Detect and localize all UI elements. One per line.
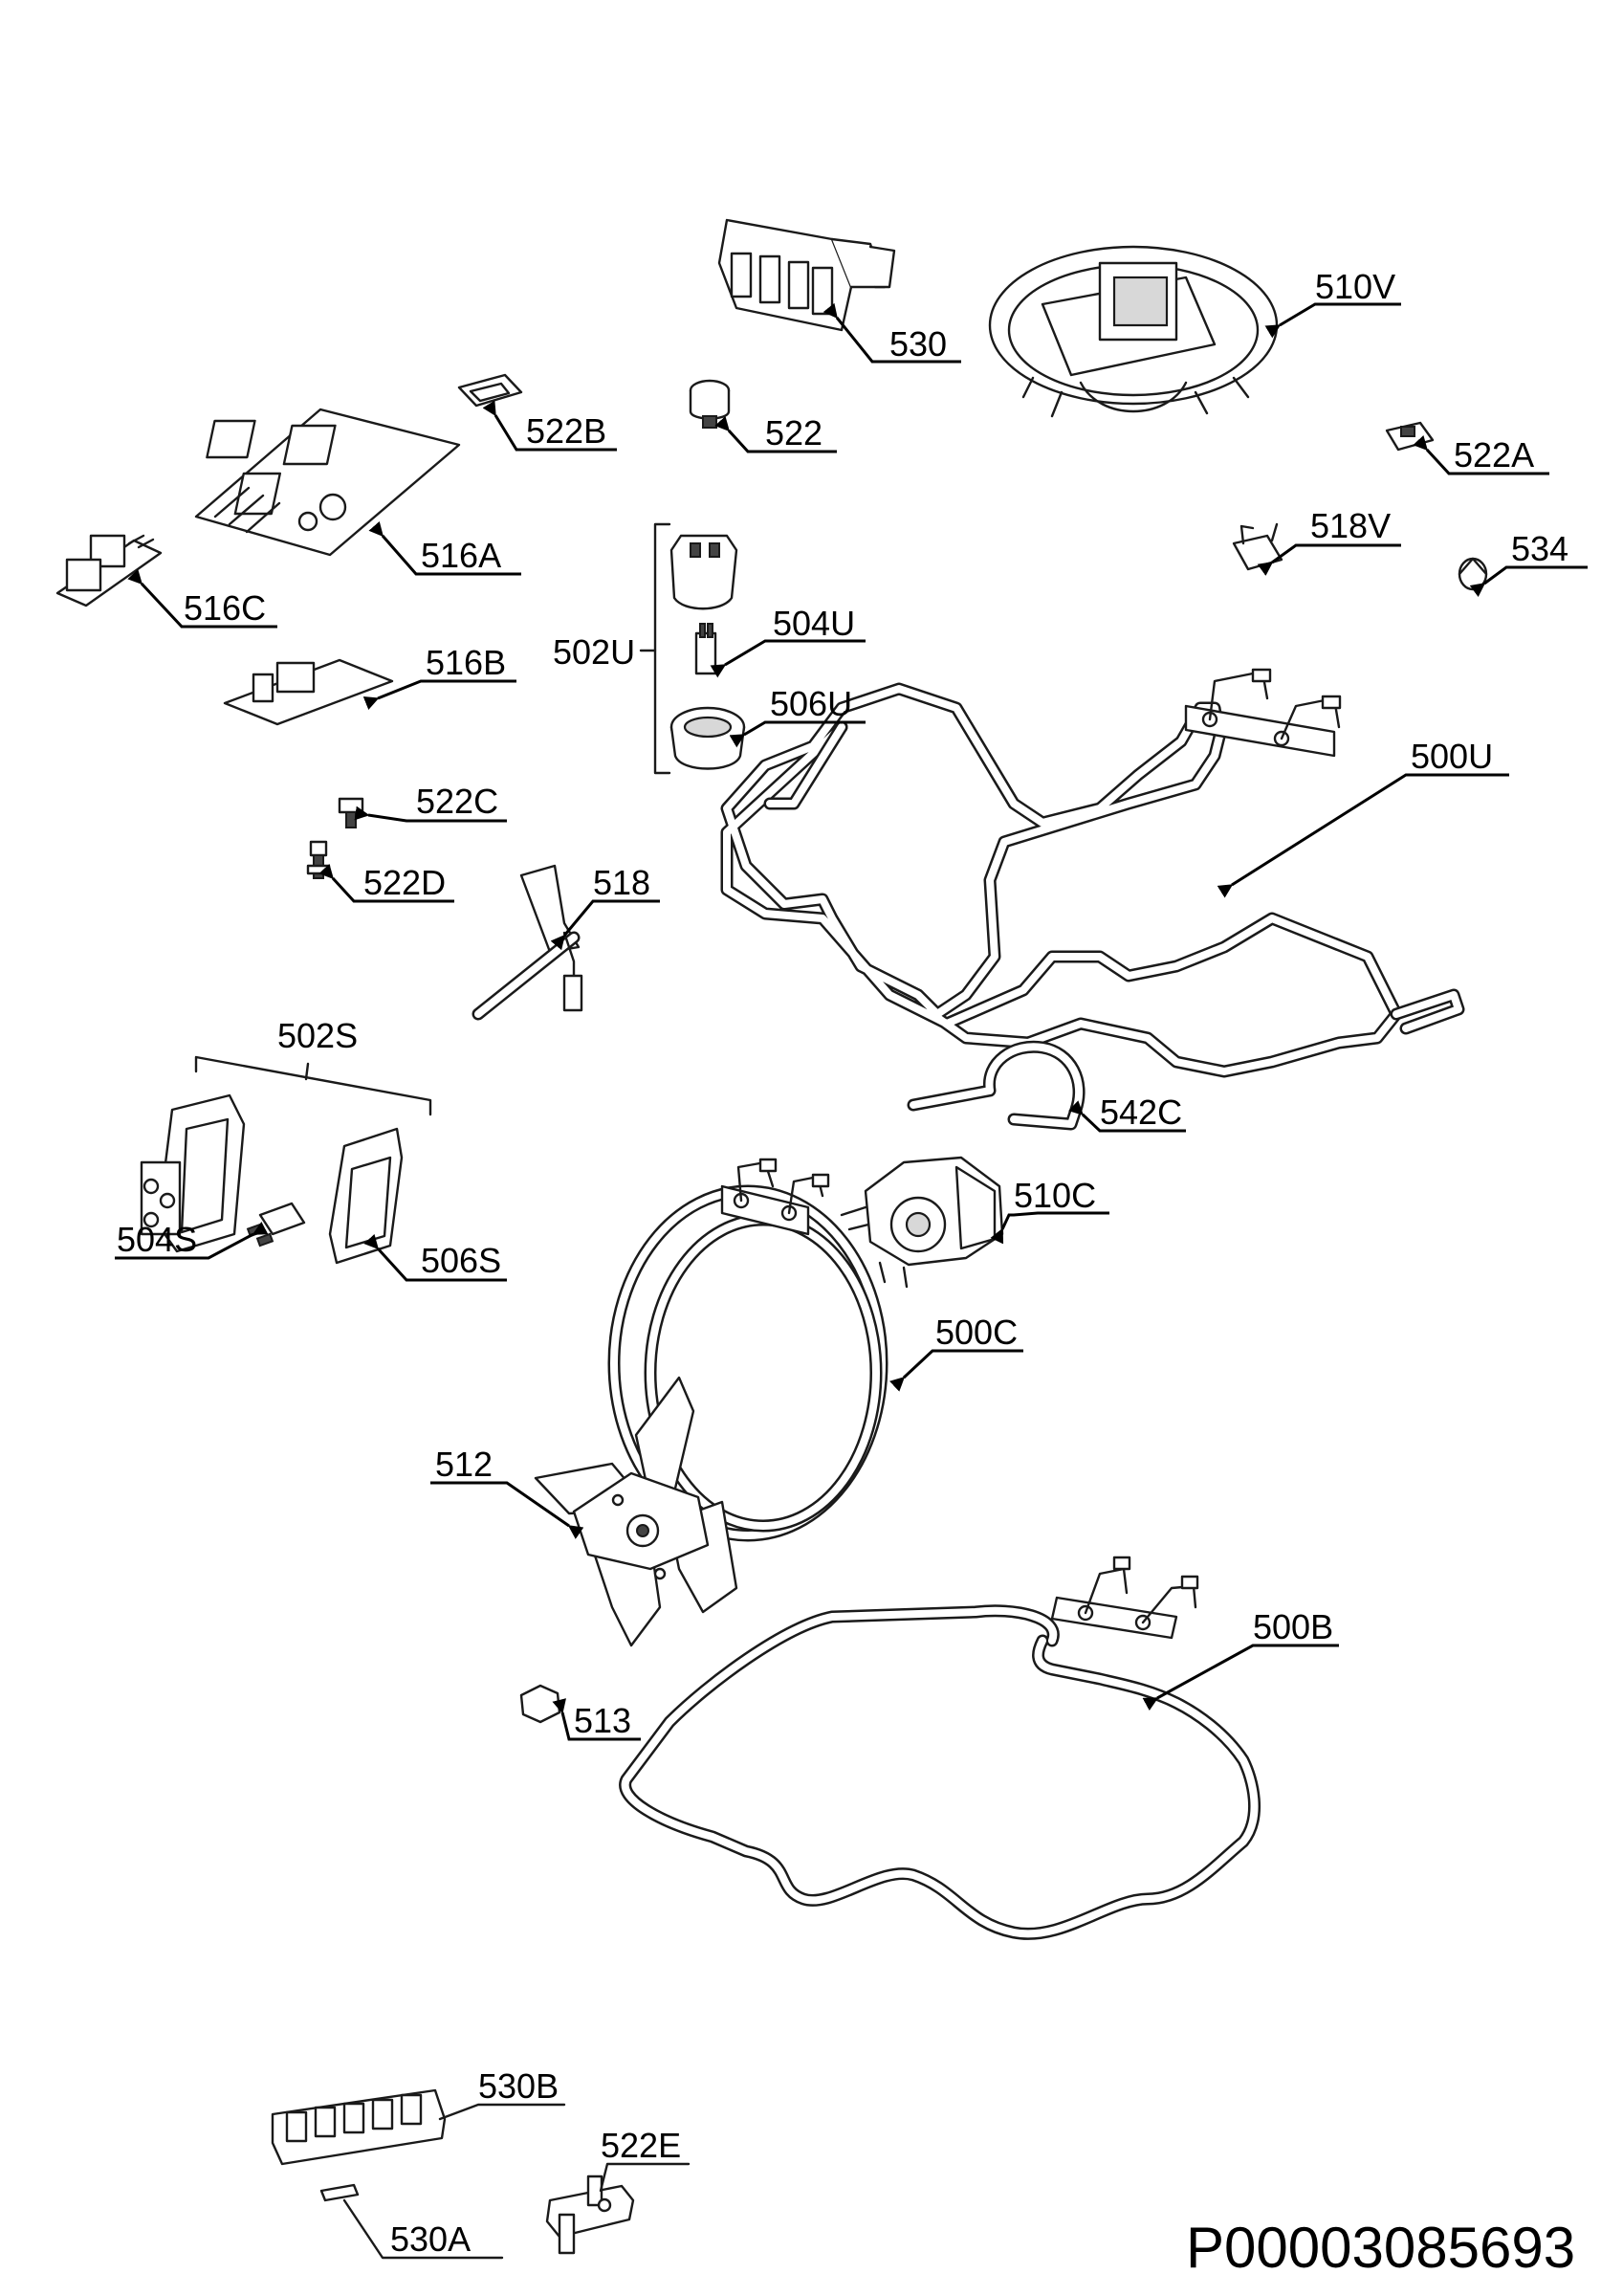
- callout-530A: 530A: [390, 2219, 471, 2259]
- part-522B-bracket: [457, 373, 523, 408]
- callout-542C: 542C: [1100, 1093, 1182, 1132]
- callout-522: 522: [765, 413, 822, 453]
- callout-510C: 510C: [1014, 1176, 1096, 1215]
- part-506U-knob-cap: [669, 706, 746, 770]
- part-516C-relay-board: [55, 534, 163, 607]
- callout-522D: 522D: [363, 863, 446, 902]
- part-502S-group-bracket: [194, 1055, 432, 1116]
- part-502U-group-bracket: [639, 522, 671, 775]
- callout-522E: 522E: [601, 2126, 681, 2165]
- callout-530B: 530B: [478, 2066, 559, 2106]
- part-504U-connector: [694, 623, 717, 675]
- callout-510V: 510V: [1315, 267, 1395, 306]
- part-534-lamp-bulb: [1458, 557, 1488, 591]
- part-522A-bracket: [1385, 421, 1435, 452]
- part-500B-bottom-element: [619, 1556, 1261, 1940]
- callout-522B: 522B: [526, 411, 606, 451]
- part-506S-knob-cover: [328, 1127, 404, 1265]
- part-516B-interface-board: [223, 658, 394, 726]
- part-500U-grill-element: [720, 668, 1465, 1078]
- part-530A-bridge-link: [319, 2183, 360, 2202]
- callout-516B: 516B: [426, 643, 506, 682]
- callout-500C: 500C: [935, 1313, 1018, 1352]
- callout-504U: 504U: [773, 604, 855, 643]
- callout-518V: 518V: [1310, 506, 1391, 545]
- callout-513: 513: [574, 1701, 631, 1740]
- part-522C-screw: [338, 797, 364, 828]
- part-530B-terminal-strip: [271, 2088, 447, 2166]
- part-510C-convection-motor: [840, 1156, 1004, 1289]
- callout-522A: 522A: [1454, 435, 1534, 475]
- callout-516C: 516C: [184, 588, 266, 628]
- part-502S-switch-housing: [140, 1093, 246, 1253]
- callout-506U: 506U: [770, 684, 852, 723]
- part-530-terminal-block: [717, 218, 896, 332]
- callout-522C: 522C: [416, 782, 498, 821]
- part-522D-screw: [306, 840, 331, 879]
- part-542C-wire-clip: [907, 1040, 1086, 1131]
- callout-500U: 500U: [1411, 737, 1493, 776]
- callout-518: 518: [593, 863, 650, 902]
- part-512-fan-blade: [534, 1376, 738, 1647]
- callout-506S: 506S: [421, 1241, 501, 1280]
- part-522E-bracket: [545, 2175, 635, 2255]
- callout-512: 512: [435, 1445, 493, 1484]
- part-518-thermostat-probe: [472, 864, 583, 1021]
- part-522-lamp-socket: [689, 379, 731, 429]
- callout-534: 534: [1511, 529, 1568, 568]
- part-518V-thermal-cutout: [1232, 522, 1283, 571]
- callout-504S: 504S: [117, 1220, 197, 1259]
- callout-500B: 500B: [1253, 1607, 1333, 1646]
- part-500C-circular-element: [607, 1158, 888, 1542]
- part-513-fan-nut: [519, 1684, 561, 1724]
- callout-502S: 502S: [277, 1016, 358, 1055]
- callout-516A: 516A: [421, 536, 501, 575]
- part-516A-control-board: [194, 408, 461, 557]
- part-504S-connector: [246, 1202, 306, 1247]
- callout-530: 530: [889, 324, 947, 364]
- callout-502U: 502U: [553, 632, 635, 672]
- drawing-reference-code: P00003085693: [1186, 2216, 1575, 2280]
- part-510V-cooling-fan: [988, 245, 1279, 418]
- part-502U-knob: [669, 534, 738, 610]
